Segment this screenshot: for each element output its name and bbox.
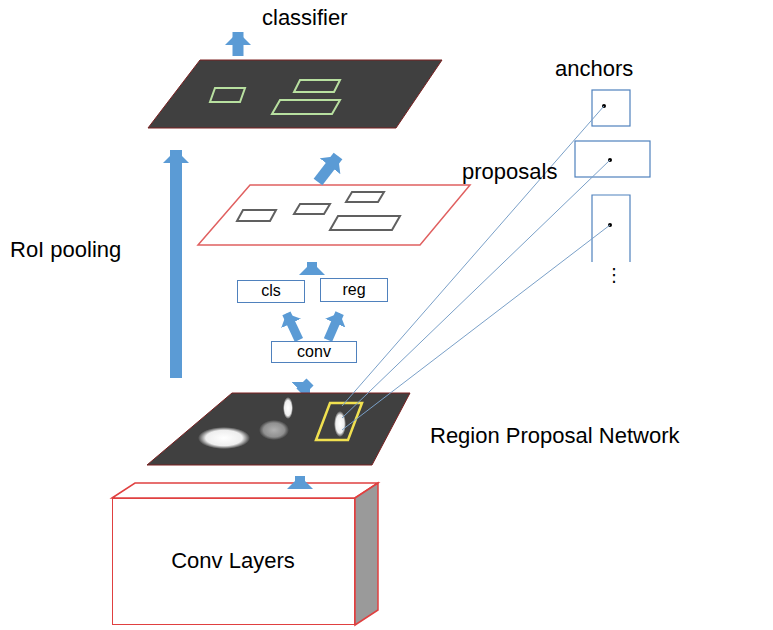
output-plane xyxy=(148,60,442,128)
anchor-box xyxy=(592,90,630,126)
flow-arrow xyxy=(233,32,244,56)
box-text: Conv Layers xyxy=(171,548,295,574)
feature-blob xyxy=(283,397,293,419)
conv-box: conv xyxy=(271,341,357,363)
feature-blob xyxy=(259,420,289,440)
proposal-box xyxy=(330,216,400,230)
box-side xyxy=(355,483,378,625)
network-label: Region Proposal Network xyxy=(430,424,679,448)
feature-blob xyxy=(198,427,250,449)
proposal-box xyxy=(294,204,330,214)
proposal-box xyxy=(346,192,384,202)
proposals-plane xyxy=(198,185,470,245)
ellipsis-mark: ⋮ xyxy=(605,266,623,286)
anchor-box xyxy=(575,141,650,177)
box-top xyxy=(112,483,378,498)
flow-arrow xyxy=(318,156,338,182)
flow-arrow xyxy=(328,313,340,340)
box-text: conv xyxy=(297,343,331,361)
sliding-window xyxy=(316,403,362,440)
stage-label: RoI pooling xyxy=(10,238,121,262)
feature-map xyxy=(147,393,410,465)
leader-line xyxy=(342,225,610,430)
flow-arrow xyxy=(295,476,305,484)
leader-line xyxy=(342,106,604,406)
proposal-box xyxy=(237,210,276,221)
anchor-box xyxy=(592,195,630,262)
cls-box: cls xyxy=(237,280,305,303)
flow-arrow xyxy=(300,382,310,392)
flow-arrow xyxy=(307,262,317,272)
detection-box xyxy=(294,80,340,92)
detection-box xyxy=(272,100,340,114)
box-text: cls xyxy=(261,282,281,300)
reg-box: reg xyxy=(320,278,388,302)
flow-arrow xyxy=(286,313,299,340)
plane-label: proposals xyxy=(462,160,557,184)
output-label: classifier xyxy=(262,6,348,30)
box-text: reg xyxy=(342,281,365,299)
detection-box xyxy=(210,88,245,102)
flow-arrow xyxy=(170,150,182,378)
feature-blob xyxy=(334,411,346,437)
conv-layers-box: Conv Layers xyxy=(112,498,355,625)
anchors-label: anchors xyxy=(555,57,633,81)
